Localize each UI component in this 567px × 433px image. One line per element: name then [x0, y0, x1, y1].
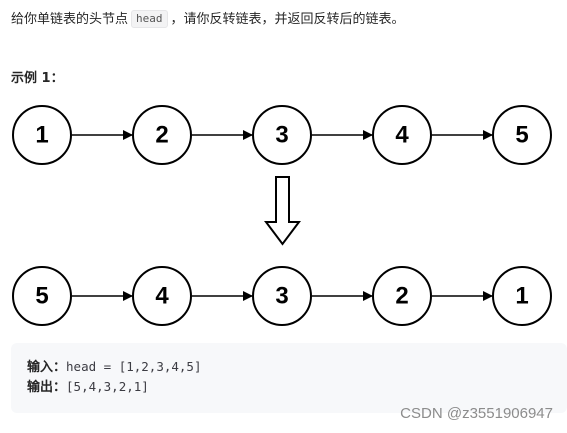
- node-circle: [372, 266, 432, 326]
- node-value: 4: [155, 282, 169, 309]
- reversed-node-3: 3: [252, 266, 312, 326]
- watermark: CSDN @z3551906947: [400, 405, 553, 422]
- node-circle: [132, 266, 192, 326]
- original-node-5: 5: [492, 105, 552, 165]
- node-value: 3: [275, 282, 288, 309]
- output-value: [5,4,3,2,1]: [66, 379, 149, 394]
- node-value: 2: [395, 282, 408, 309]
- node-circle: [492, 105, 552, 165]
- linked-list-diagram: 1 2 3 4 5 5 4 3 2 1: [12, 105, 552, 326]
- node-value: 2: [155, 121, 168, 148]
- reverse-down-arrow-icon: [264, 176, 301, 246]
- original-node-1: 1: [12, 105, 72, 165]
- reversed-node-5: 1: [492, 266, 552, 326]
- node-circle: [372, 105, 432, 165]
- node-circle: [252, 105, 312, 165]
- node-value: 3: [275, 121, 288, 148]
- problem-text-before: 给你单链表的头节点: [11, 12, 129, 27]
- node-value: 5: [35, 282, 48, 309]
- inline-code-head: head: [131, 10, 168, 28]
- original-list: 1 2 3 4 5: [12, 105, 552, 165]
- original-node-4: 4: [372, 105, 432, 165]
- reversed-node-2: 4: [132, 266, 192, 326]
- example-title: 示例 1：: [11, 71, 64, 86]
- node-value: 4: [395, 121, 409, 148]
- output-label: 输出：: [27, 380, 67, 395]
- node-circle: [12, 105, 72, 165]
- example-io-block: 输入：head = [1,2,3,4,5] 输出：[5,4,3,2,1]: [11, 343, 567, 413]
- input-value: head = [1,2,3,4,5]: [66, 359, 202, 374]
- output-line: 输出：[5,4,3,2,1]: [27, 377, 551, 397]
- original-node-2: 2: [132, 105, 192, 165]
- node-circle: [252, 266, 312, 326]
- node-circle: [132, 105, 192, 165]
- reversed-node-4: 2: [372, 266, 432, 326]
- original-node-3: 3: [252, 105, 312, 165]
- input-line: 输入：head = [1,2,3,4,5]: [27, 357, 551, 377]
- problem-text-after: ，请你反转链表，并返回反转后的链表。: [170, 12, 405, 27]
- node-value: 5: [515, 121, 528, 148]
- node-circle: [492, 266, 552, 326]
- node-circle: [12, 266, 72, 326]
- node-value: 1: [35, 121, 48, 148]
- input-label: 输入：: [27, 360, 67, 375]
- node-value: 1: [515, 282, 528, 309]
- reversed-list: 5 4 3 2 1: [12, 266, 552, 326]
- reversed-node-1: 5: [12, 266, 72, 326]
